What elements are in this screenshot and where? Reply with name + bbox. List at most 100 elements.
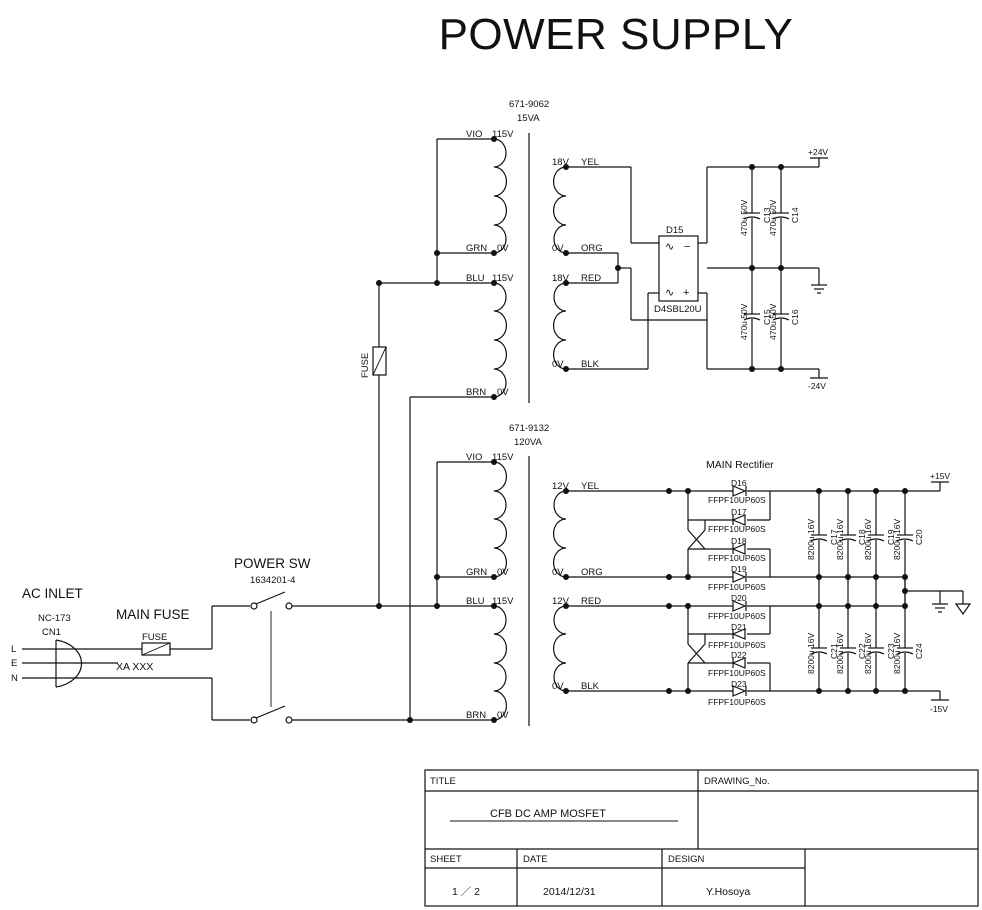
t1-s2-volt: 0V [552,243,564,254]
bridge-ref: D15 [666,225,683,236]
ac-inlet: AC INLET NC-173 CN1 L E N [11,586,83,688]
transformer-t1: 671-9062 15VA VIO 115V GRN 0V BLU 115V B… [376,99,708,403]
t2-s4-wire: BLK [581,681,600,692]
t2-p2-wire: GRN [466,567,487,578]
t2-s2-volt: 0V [552,567,564,578]
main-rectifier-label: MAIN Rectifier [706,459,774,471]
main-fuse-name: FUSE [142,632,167,643]
ac-inlet-part: NC-173 [38,613,71,624]
c17-value: 8200u 16V [806,519,816,560]
c21-ref: C21 [829,643,839,659]
t2-s3-wire: RED [581,596,601,607]
title-block: TITLE DRAWING_No. CFB DC AMP MOSFET SHEE… [424,769,979,907]
tb-design-value: Y.Hosoya [706,886,750,898]
t1-s4-volt: 0V [552,359,564,370]
t1-p4-wire: BRN [466,387,486,398]
c20-value: 8200u 16V [892,519,902,560]
t2-p3-wire: BLU [466,596,485,607]
main-fuse-label: MAIN FUSE [116,607,190,622]
t1-p3-wire: BLU [466,273,485,284]
d19-ref: D19 [731,564,747,574]
t2-p1-volt: 115V [492,452,514,463]
c18-value: 8200u 16V [835,519,845,560]
c14-value: 470u 50V [768,199,778,236]
d23-ref: D23 [731,679,747,689]
c14-ref: C14 [790,207,800,223]
t1-s4-wire: BLK [581,359,600,370]
aux-fuse: FUSE [360,282,494,720]
c23-ref: C23 [886,643,896,659]
tb-date-label: DATE [523,854,548,865]
rail-plus15: +15V [930,471,950,481]
t1-s2-wire: ORG [581,243,603,254]
c24-ref: C24 [914,643,924,659]
t2-rating: 120VA [514,437,542,448]
aux-fuse-label: FUSE [360,353,371,378]
d20-ref: D20 [731,593,747,603]
d22-ref: D22 [731,650,747,660]
pin-n-label: N [11,673,18,684]
rail-minus24: -24V [808,381,826,391]
d18-part: FFPF10UP60S [708,553,766,563]
c16-value: 470u 50V [768,303,778,340]
c21-value: 8200u 16V [806,633,816,674]
tb-drawing-label: DRAWING_No. [704,776,770,787]
d16-ref: D16 [731,478,747,488]
bridge-part: D4SBL20U [654,304,702,315]
transformer-t2: 671-9132 120VA VIO 115V GRN 0V BLU 115V … [376,423,688,726]
t1-rating: 15VA [517,113,540,124]
svg-text:∿: ∿ [665,287,674,299]
t1-s1-volt: 18V [552,157,570,168]
d21-ref: D21 [731,622,747,632]
aux-filter: +24V -24V 470u 50V C13 470u 50V [707,147,828,391]
d17-ref: D17 [731,507,747,517]
tb-sheet-value: 1 ／ 2 [452,886,480,898]
power-sw-label: POWER SW [234,556,311,571]
power-switch: POWER SW 1634201-4 [234,556,437,724]
t2-part: 671-9132 [509,423,549,434]
t1-p1-volt: 115V [492,129,514,140]
main-fuse: MAIN FUSE FUSE XA XXX [72,605,250,721]
c19-value: 8200u 16V [863,519,873,560]
d18-ref: D18 [731,536,747,546]
c15-ref: C15 [762,309,772,325]
c13-value: 470u 50V [739,199,749,236]
t2-s1-wire: YEL [581,481,599,492]
c19-ref: C19 [886,529,896,545]
tb-date-value: 2014/12/31 [543,886,596,898]
c24-value: 8200u 16V [892,633,902,674]
d22-part: FFPF10UP60S [708,668,766,678]
d23-part: FFPF10UP60S [708,697,766,707]
page-title: POWER SUPPLY [438,10,794,59]
t2-s1-volt: 12V [552,481,570,492]
d20-part: FFPF10UP60S [708,611,766,621]
c15-value: 470u 50V [739,303,749,340]
svg-text:∿: ∿ [665,241,674,253]
main-rectifier: MAIN Rectifier [666,459,940,707]
t1-p1-wire: VIO [466,129,482,140]
power-sw-part: 1634201-4 [250,575,295,586]
c16-ref: C16 [790,309,800,325]
ac-inlet-label: AC INLET [22,586,83,601]
c23-value: 8200u 16V [863,633,873,674]
svg-text:+: + [683,287,689,299]
d17-part: FFPF10UP60S [708,524,766,534]
d19-part: FFPF10UP60S [708,582,766,592]
rail-plus24: +24V [808,147,828,157]
tb-design-label: DESIGN [668,854,705,865]
t2-s4-volt: 0V [552,681,564,692]
bridge-d15: D15 D4SBL20U ∿ − ∿ + [654,167,708,320]
t1-s3-wire: RED [581,273,601,284]
rail-minus15: -15V [930,704,948,714]
pin-e-label: E [11,658,17,669]
t2-s3-volt: 12V [552,596,570,607]
c18-ref: C18 [857,529,867,545]
d21-part: FFPF10UP60S [708,640,766,650]
t2-p3-volt: 115V [492,596,514,607]
c22-ref: C22 [857,643,867,659]
c17-ref: C17 [829,529,839,545]
c20-ref: C20 [914,529,924,545]
t2-s2-wire: ORG [581,567,603,578]
t1-s3-volt: 18V [552,273,570,284]
